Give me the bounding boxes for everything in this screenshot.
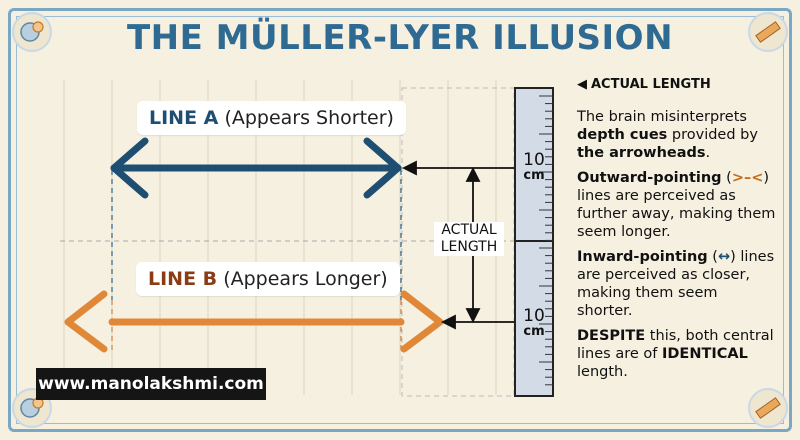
measure-arrow-top [401,160,516,176]
p1-pre: The brain misinterprets [577,109,747,125]
brain-gear-icon [12,12,52,52]
p2-rest: lines are perceived as further away, mak… [577,188,776,240]
ruler [514,87,554,397]
explanation-paragraph-2: Outward-pointing (>–<) lines are perceiv… [577,169,777,241]
actual-length-line1: ACTUAL [441,222,497,238]
sidebar-heading: ◀ ACTUAL LENGTH [577,76,777,94]
p3-open: ( [707,249,718,265]
sidebar-heading-text: ACTUAL LENGTH [591,77,711,92]
line-a-description: (Appears Shorter) [224,107,394,129]
p2-close: ) [763,170,770,186]
line-a-name: LINE A [149,107,219,129]
explanation-paragraph-1: The brain misinterprets depth cues provi… [577,108,777,162]
p1-mid: provided by [667,127,758,143]
p4-mid: this, both central lines are of [577,328,774,362]
p4-post: length. [577,364,628,380]
ruler-icon [748,12,788,52]
line-a-label: LINE A (Appears Shorter) [137,101,406,135]
line-b-description: (Appears Longer) [223,268,388,290]
ruler-lower-label: 10 cm [517,308,551,340]
p2-bold: Outward-pointing [577,170,722,186]
p2-open: ( [721,170,732,186]
line-b-name: LINE B [148,268,218,290]
actual-length-line2: LENGTH [440,239,498,255]
inner-frame [16,16,784,424]
p3-bold: Inward-pointing [577,249,708,265]
ruler-lower-unit: cm [523,324,545,339]
p1-bold1: depth cues [577,127,668,143]
p4-bold1: DESPITE [577,328,646,344]
ruler-upper-label: 10 cm [517,152,551,184]
ruler-icon-bottom [748,388,788,428]
explanation-paragraph-3: Inward-pointing (↔) lines are perceived … [577,248,777,320]
ruler-upper-unit: cm [523,168,545,183]
explanation-paragraph-4: DESPITE this, both central lines are of … [577,327,777,381]
ruler-lower-value: 10 [523,306,545,326]
arrow-left-icon: ◀ [577,77,587,92]
actual-length-label: ACTUAL LENGTH [434,222,504,256]
page-title: THE MÜLLER-LYER ILLUSION [126,18,674,58]
line-b-shape [64,290,444,353]
p3-close: ) [730,249,736,265]
ruler-upper-value: 10 [523,150,545,170]
measure-arrow-bottom [440,314,516,330]
p3-rest: lines are perceived as closer, making th… [577,249,775,319]
line-a-shape [110,137,402,199]
explanation-panel: ◀ ACTUAL LENGTH The brain misinterprets … [577,76,777,388]
outward-arrows-icon: >–< [731,170,764,186]
website-link[interactable]: www.manolakshmi.com [36,368,266,400]
outer-frame [8,8,792,432]
p1-post: . [705,145,711,161]
line-b-label: LINE B (Appears Longer) [136,262,400,296]
p1-bold2: the arrowheads [577,145,706,161]
p4-bold2: IDENTICAL [661,346,748,362]
inward-arrows-icon: ↔ [717,249,731,265]
